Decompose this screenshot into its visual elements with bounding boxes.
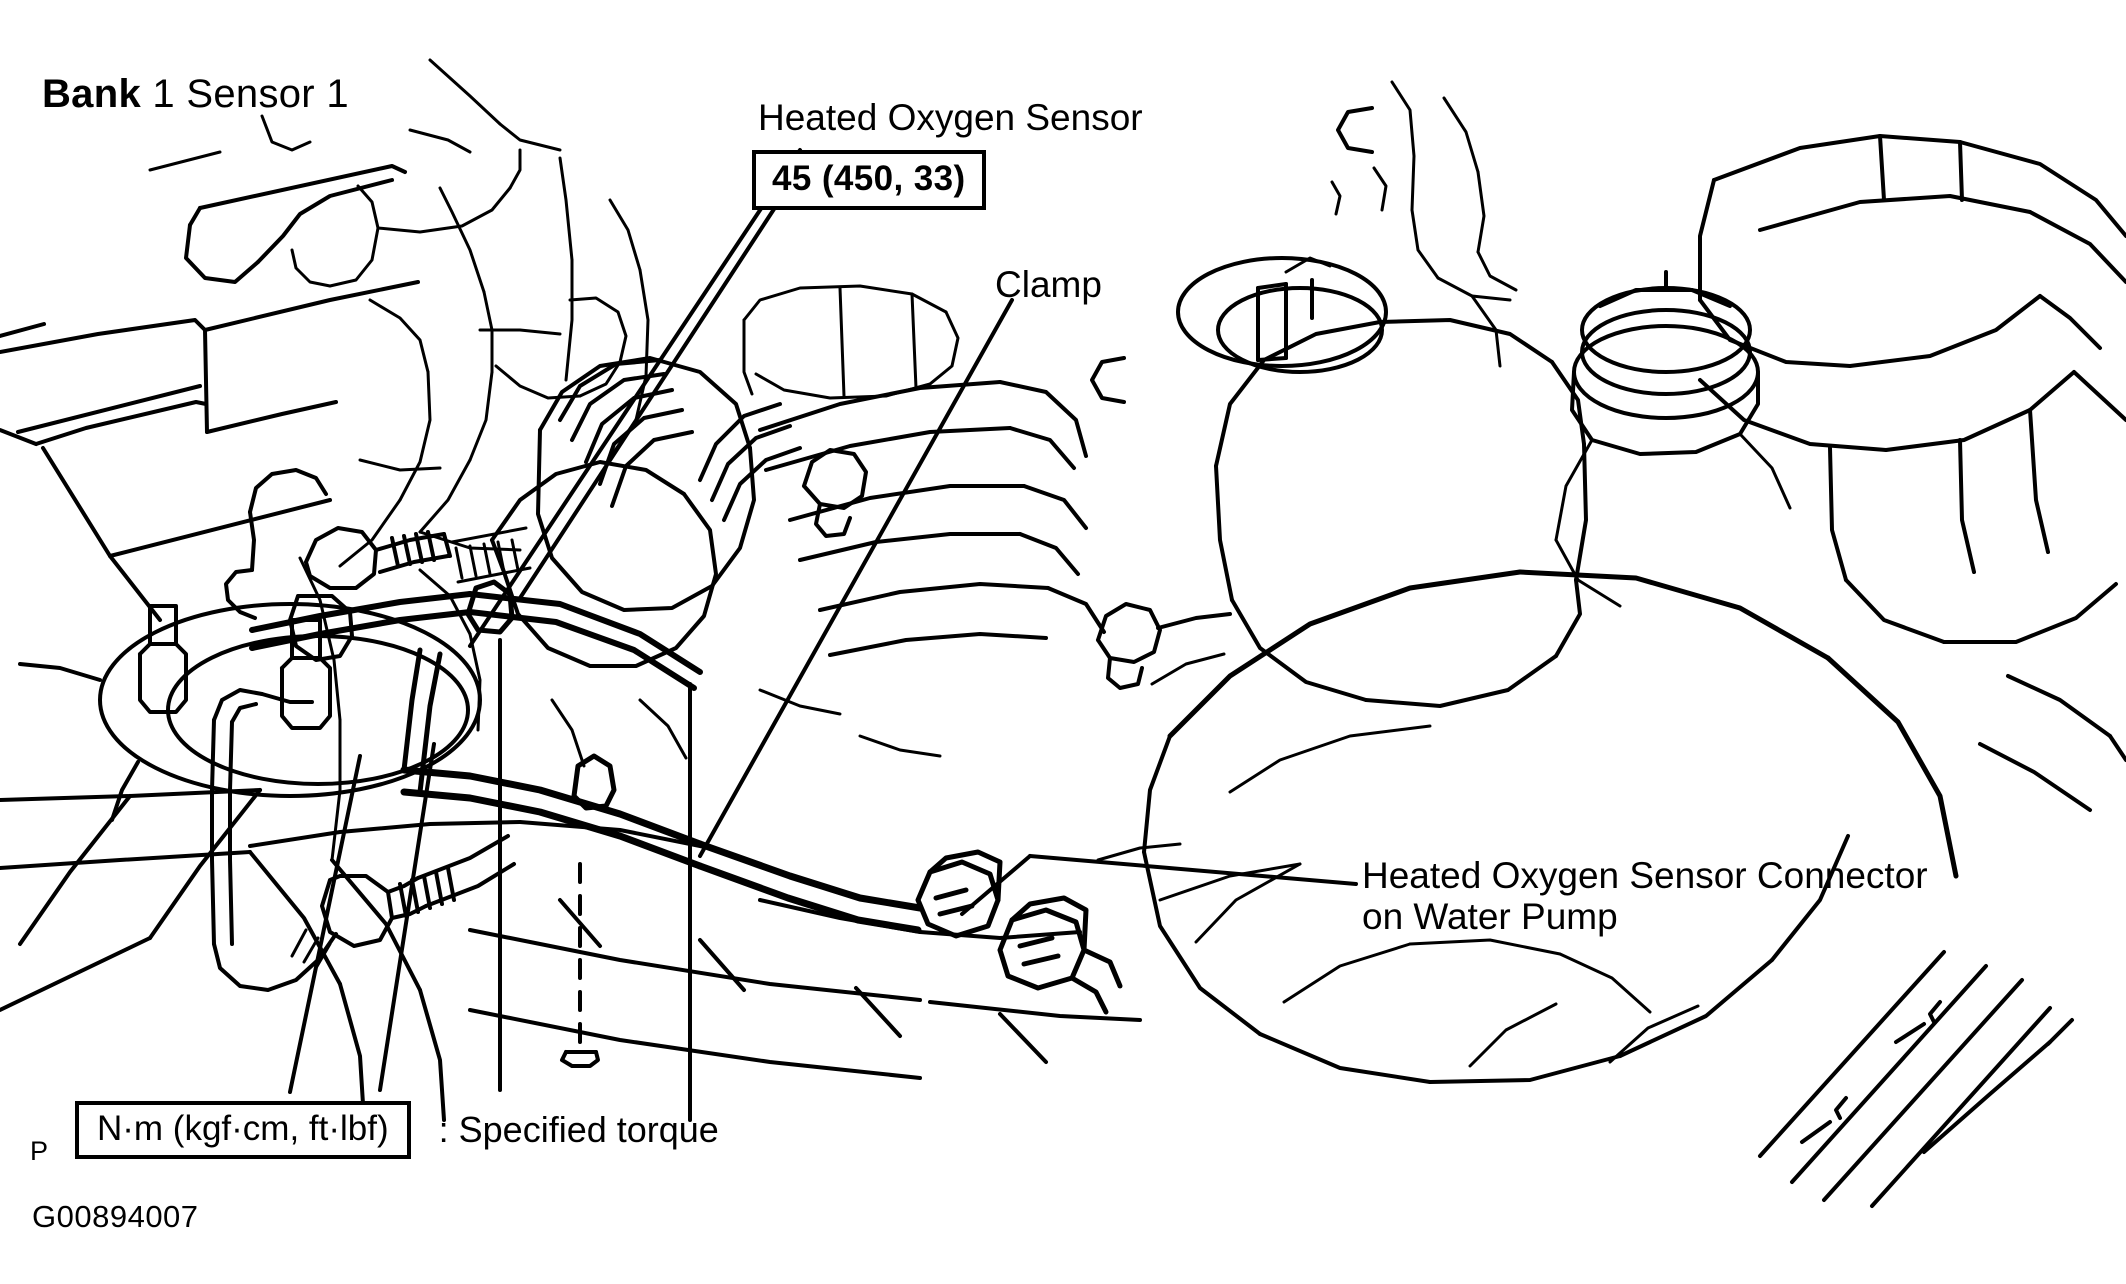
connector-line-1: Heated Oxygen Sensor Connector xyxy=(1362,855,1928,896)
torque-value: 45 (450, 33) xyxy=(772,159,966,198)
page-mark: P xyxy=(30,1136,49,1166)
title-regular: 1 Sensor 1 xyxy=(141,72,349,116)
callout-heated-oxygen-sensor: Heated Oxygen Sensor xyxy=(758,97,1143,138)
legend-units-text: N·m (kgf·cm, ft·lbf) xyxy=(97,1109,389,1148)
title-bold: Bank xyxy=(42,72,142,116)
legend-units-box: N·m (kgf·cm, ft·lbf) xyxy=(75,1101,411,1159)
callout-clamp: Clamp xyxy=(995,264,1102,305)
legend-note-text: : Specified torque xyxy=(438,1109,719,1150)
page-title: Bank 1 Sensor 1 xyxy=(42,72,349,117)
torque-units-legend: N·m (kgf·cm, ft·lbf) : Specified torque xyxy=(75,1101,719,1159)
connector-line-2: on Water Pump xyxy=(1362,896,1618,938)
figure-id-code: G00894007 xyxy=(32,1199,199,1234)
torque-spec-box: 45 (450, 33) xyxy=(752,150,986,210)
